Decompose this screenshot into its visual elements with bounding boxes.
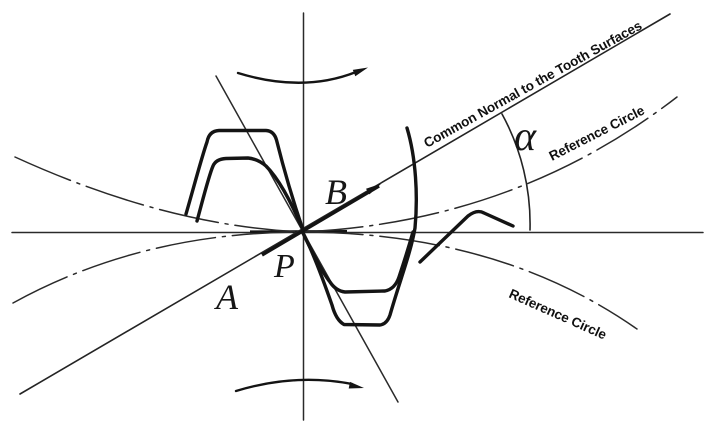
common-normal-heavy-segment [261,184,380,257]
pressure-angle-label: α [514,114,537,160]
lower-tooth-outer-profile-with-involute-extension [301,126,418,327]
upper-rotation-arrowhead-icon [352,67,368,77]
upper-tooth-inner-profile [195,156,305,232]
reference-circle-lower-annotation: Reference Circle [507,286,610,343]
adjacent-tooth-tip [418,209,515,264]
pressure-angle-arc [501,113,531,231]
point-b-label: B [325,172,347,212]
lower-gear-rotation-arc [234,378,354,393]
lower-tooth-inner-profile [301,230,415,294]
reference-circle-lower-right-arc [302,231,638,330]
upper-tooth-outer-profile [184,128,305,232]
common-normal-line [19,13,671,395]
reference-circle-upper-left-arc [14,156,304,233]
point-a-label: A [214,277,239,317]
reference-circle-lower-left-arc [12,231,304,304]
common-normal-arrowhead-icon [366,183,382,195]
reference-circle-upper-right-arc [302,96,678,233]
reference-circle-upper-annotation: Reference Circle [547,102,648,163]
upper-gear-rotation-arc [236,70,358,84]
pitch-point-label: P [273,248,295,285]
lower-rotation-arrowhead-icon [348,381,364,389]
